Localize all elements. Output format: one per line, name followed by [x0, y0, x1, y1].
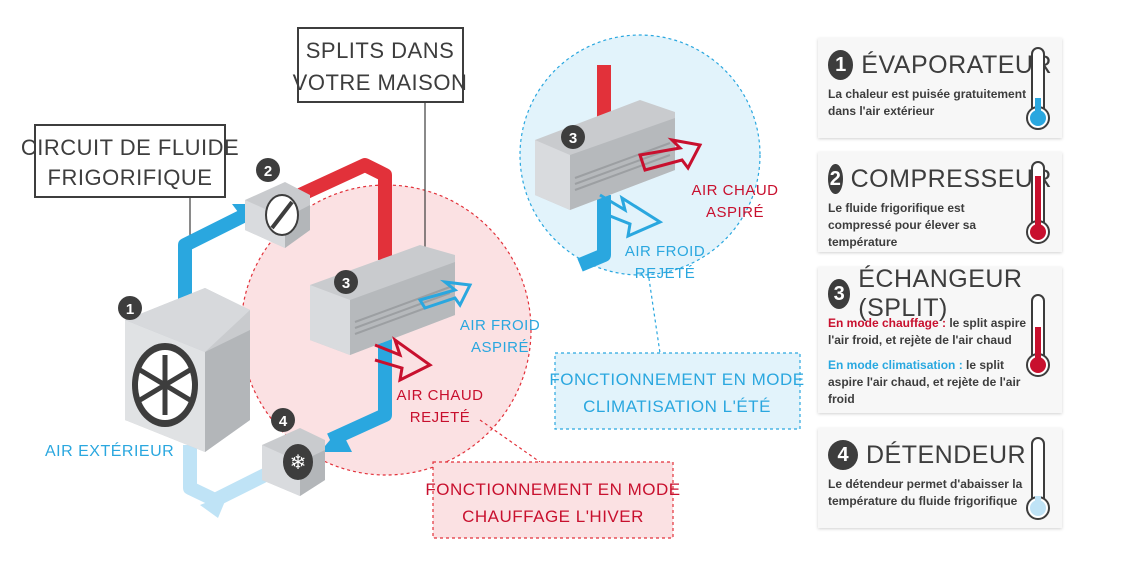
summer-hot-air-in-arrow [638, 137, 703, 172]
card-heat-description: En mode chauffage : le split aspire l'ai… [828, 315, 1028, 349]
badge-4: 4 [271, 408, 295, 432]
svg-text:3: 3 [342, 275, 350, 292]
card-number: 2 [828, 164, 843, 194]
card-cool-description: En mode climatisation : le split aspire … [828, 357, 1028, 408]
splits-label-line1: SPLITS DANS [306, 38, 455, 63]
card-number: 4 [828, 440, 858, 470]
air-exterieur-label: AIR EXTÉRIEUR [45, 441, 174, 460]
summer-mode-box [554, 352, 801, 430]
card-evaporateur: 1 ÉVAPORATEUR La chaleur est puisée grat… [818, 38, 1062, 138]
cool-mode-text: le split aspire l'air chaud, et rejète d… [828, 358, 1021, 406]
card-description: Le fluide frigorifique est compressé pou… [828, 201, 977, 249]
card-title: DÉTENDEUR [866, 440, 1027, 469]
card-number: 3 [828, 279, 851, 309]
air-froid-rejete-line1: AIR FROID [625, 243, 705, 260]
heat-mode-text: le split aspire l'air froid, et rejète d… [828, 316, 1027, 347]
winter-cold-air-in-arrow [417, 279, 473, 310]
red-pipe-compressor-to-split [297, 158, 392, 260]
summer-red-pipe [597, 65, 611, 120]
winter-mode-line2: CHAUFFAGE L'HIVER [462, 507, 644, 526]
summer-mode-line2: CLIMATISATION L'ÉTÉ [583, 397, 771, 416]
outdoor-unit [125, 288, 250, 452]
summer-leader-line [647, 271, 661, 354]
card-echangeur: 3 ÉCHANGEUR (SPLIT) En mode chauffage : … [818, 265, 1062, 413]
detendeur-unit: ❄ [262, 428, 325, 496]
card-title: ÉVAPORATEUR [861, 50, 1052, 79]
card-detendeur: 4 DÉTENDEUR Le détendeur permet d'abaiss… [818, 428, 1062, 528]
card-title: ÉCHANGEUR (SPLIT) [858, 265, 1023, 322]
summer-mode-line1: FONCTIONNEMENT EN MODE [549, 370, 804, 389]
svg-text:2: 2 [264, 163, 272, 180]
light-blue-pipe-return [183, 445, 279, 507]
card-number: 1 [828, 50, 854, 80]
blue-pipe-arrow-2 [320, 428, 352, 452]
badge-3-winter: 3 [334, 270, 358, 294]
badge-2: 2 [256, 158, 280, 182]
svg-text:4: 4 [279, 413, 288, 430]
cool-mode-label: En mode climatisation : [828, 358, 963, 372]
thermometer-cool-icon [1026, 437, 1050, 520]
air-chaud-aspire-line2: ASPIRÉ [706, 204, 764, 221]
winter-leader-line [479, 419, 541, 463]
air-froid-aspire-line1: AIR FROID [460, 317, 540, 334]
winter-mode-line1: FONCTIONNEMENT EN MODE [425, 480, 680, 499]
badge-3-summer: 3 [561, 125, 585, 149]
thermometer-hot-icon [1026, 161, 1050, 244]
svg-text:3: 3 [569, 130, 577, 147]
badge-1: 1 [118, 296, 142, 320]
air-chaud-rejete-line1: AIR CHAUD [396, 387, 483, 404]
winter-hot-air-out-arrow [374, 336, 433, 383]
air-chaud-rejete-line2: REJETÉ [410, 409, 471, 426]
circuit-label-line2: FRIGORIFIQUE [48, 165, 213, 190]
card-title: COMPRESSEUR [850, 164, 1052, 193]
light-blue-pipe-arrow [200, 494, 228, 518]
summer-cold-air-out-arrow [599, 193, 664, 239]
card-description: La chaleur est puisée gratuitement dans … [828, 87, 1027, 118]
air-froid-rejete-line2: REJETÉ [635, 265, 696, 282]
splits-label-line2: VOTRE MAISON [293, 70, 468, 95]
blue-pipe-split-to-detendeur [327, 330, 392, 447]
circuit-label-box [34, 124, 226, 198]
circuit-label-line1: CIRCUIT DE FLUIDE [21, 135, 239, 160]
svg-text:1: 1 [126, 301, 134, 318]
winter-mode-box [432, 461, 674, 539]
blue-pipe-evaporator-to-compressor [178, 208, 249, 320]
thermometer-hot-icon [1026, 294, 1050, 377]
thermometer-cold-icon [1026, 47, 1050, 130]
card-description: Le détendeur permet d'abaisser la tempér… [828, 477, 1023, 508]
air-froid-aspire-line2: ASPIRÉ [471, 339, 529, 356]
card-compresseur: 2 COMPRESSEUR Le fluide frigorifique est… [818, 152, 1062, 252]
heat-mode-label: En mode chauffage : [828, 316, 947, 330]
compressor-unit [245, 182, 310, 248]
splits-label-box [297, 27, 464, 103]
air-chaud-aspire-line1: AIR CHAUD [691, 182, 778, 199]
svg-text:❄: ❄ [290, 450, 307, 474]
